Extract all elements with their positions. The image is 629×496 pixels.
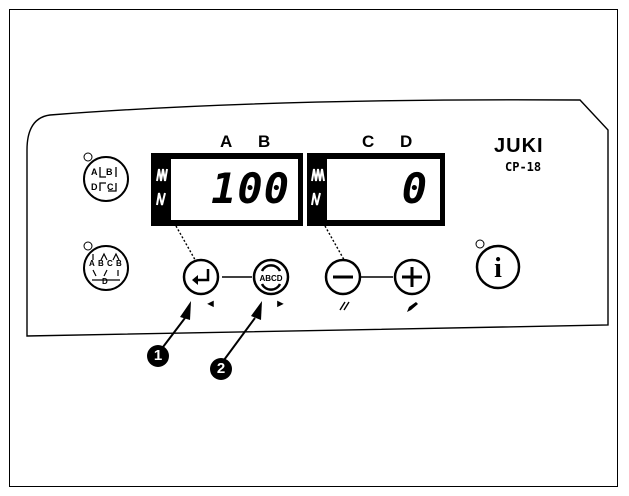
- figure-frame: [9, 9, 618, 487]
- abcd-select-button[interactable]: ABCD: [251, 258, 293, 298]
- svg-text:B: B: [106, 167, 113, 177]
- pencil-icon: [407, 302, 418, 312]
- callout-1: 1: [147, 345, 169, 367]
- left-arrow-icon: ◄: [205, 298, 216, 310]
- right-arrow-icon: ►: [275, 298, 286, 310]
- plus-icon: [402, 267, 422, 287]
- model-label: CP-18: [505, 160, 542, 174]
- abcd-label: ABCD: [259, 274, 282, 283]
- svg-text:D: D: [102, 277, 108, 286]
- label-b: B: [258, 132, 271, 151]
- label-c: C: [362, 132, 375, 151]
- enter-button[interactable]: [181, 258, 223, 298]
- abcd-rotate-icon: [260, 264, 282, 291]
- lcd-value-ab: 100: [211, 164, 290, 213]
- needle-count-icon: [311, 168, 325, 206]
- indicator-lamp: [475, 239, 485, 249]
- svg-text:B: B: [116, 259, 122, 268]
- info-icon: i: [494, 253, 502, 284]
- information-button[interactable]: i: [473, 242, 523, 292]
- svg-text:D: D: [91, 182, 98, 192]
- indicator-lamp: [83, 152, 93, 162]
- lcd-screen-cd: 0: [327, 159, 440, 220]
- lcd-value-cd: 0: [401, 164, 428, 213]
- label-a: A: [220, 132, 233, 151]
- svg-text:C: C: [107, 182, 114, 192]
- callout-2: 2: [210, 358, 232, 380]
- brand-logo: JUKI: [494, 135, 544, 157]
- svg-text:A: A: [91, 167, 98, 177]
- lcd-display-cd: 0: [307, 153, 445, 226]
- minus-button[interactable]: [323, 258, 365, 298]
- label-d: D: [400, 132, 413, 151]
- svg-text:C: C: [107, 259, 113, 268]
- svg-text:A: A: [89, 259, 95, 268]
- needle-count-icon: [156, 168, 168, 206]
- lcd-display-ab: 100: [151, 153, 303, 226]
- indicator-lamp: [83, 241, 93, 251]
- svg-text:B: B: [98, 259, 104, 268]
- plus-button[interactable]: [392, 258, 434, 298]
- reset-slash-icon: [339, 301, 350, 311]
- enter-icon: [192, 269, 210, 285]
- lcd-screen-ab: 100: [171, 159, 298, 220]
